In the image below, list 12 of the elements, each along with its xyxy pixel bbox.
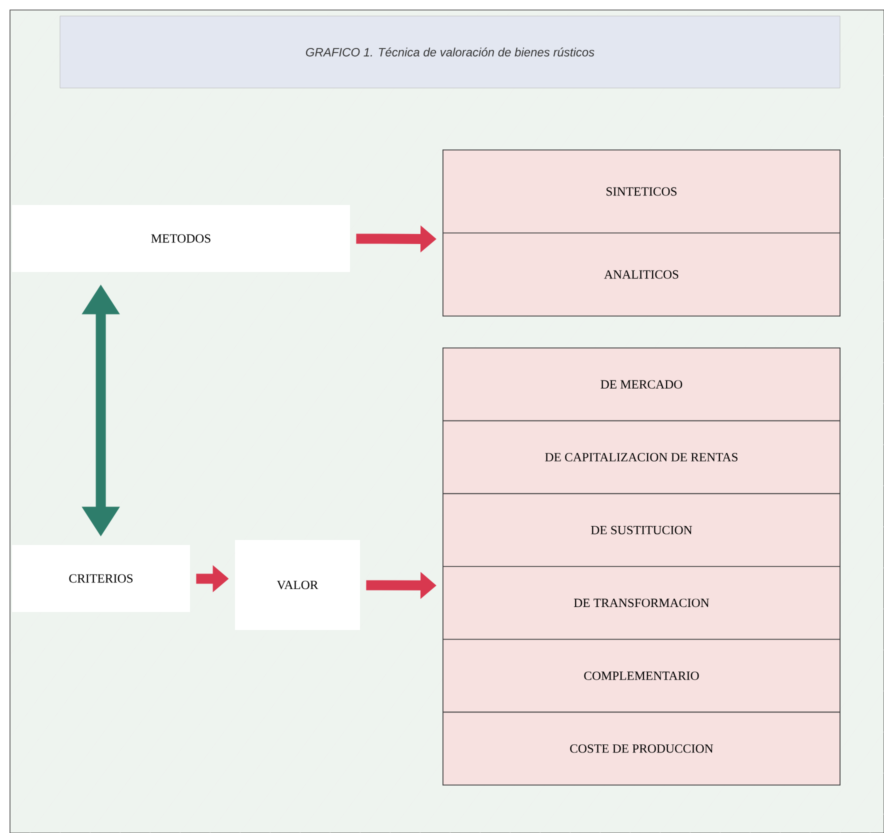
table-row: DE SUSTITUCION <box>442 493 840 567</box>
table-row: DE MERCADO <box>442 348 840 422</box>
table-row: COMPLEMENTARIO <box>442 639 840 713</box>
label-band: METODOS <box>12 205 350 272</box>
table-row: ANALITICOS <box>442 232 840 316</box>
table-row: SINTETICOS <box>442 150 840 234</box>
table-row: COSTE DE PRODUCCION <box>442 712 840 786</box>
title-banner: GRAFICO 1. Técnica de valoración de bienes rústicos <box>60 16 840 88</box>
table-row: DE CAPITALIZACION DE RENTAS <box>442 420 840 494</box>
label-band: CRITERIOS <box>12 545 190 612</box>
label-band: VALOR <box>235 540 360 630</box>
table-row: DE TRANSFORMACION <box>442 566 840 640</box>
